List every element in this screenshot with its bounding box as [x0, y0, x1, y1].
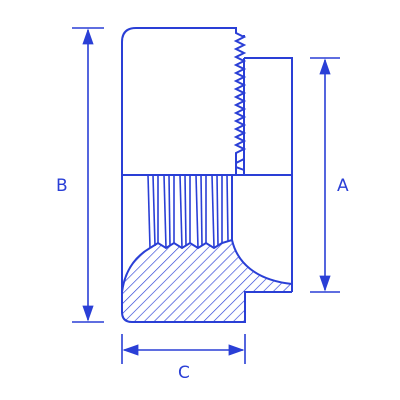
dimension-a-label: A — [337, 176, 349, 196]
dimension-c: C — [121, 334, 246, 383]
upper-body — [121, 27, 293, 292]
thread-shank-outline — [244, 57, 293, 292]
internal-thread-grooves — [147, 174, 229, 249]
dimension-c-label: C — [178, 363, 190, 383]
hatched-cross-section — [122, 240, 292, 322]
upper-body-outline — [121, 27, 247, 175]
dimension-a: A — [310, 57, 349, 293]
dimension-b-label: B — [56, 176, 68, 196]
lower-body — [121, 174, 293, 323]
dimension-b: B — [56, 27, 104, 323]
